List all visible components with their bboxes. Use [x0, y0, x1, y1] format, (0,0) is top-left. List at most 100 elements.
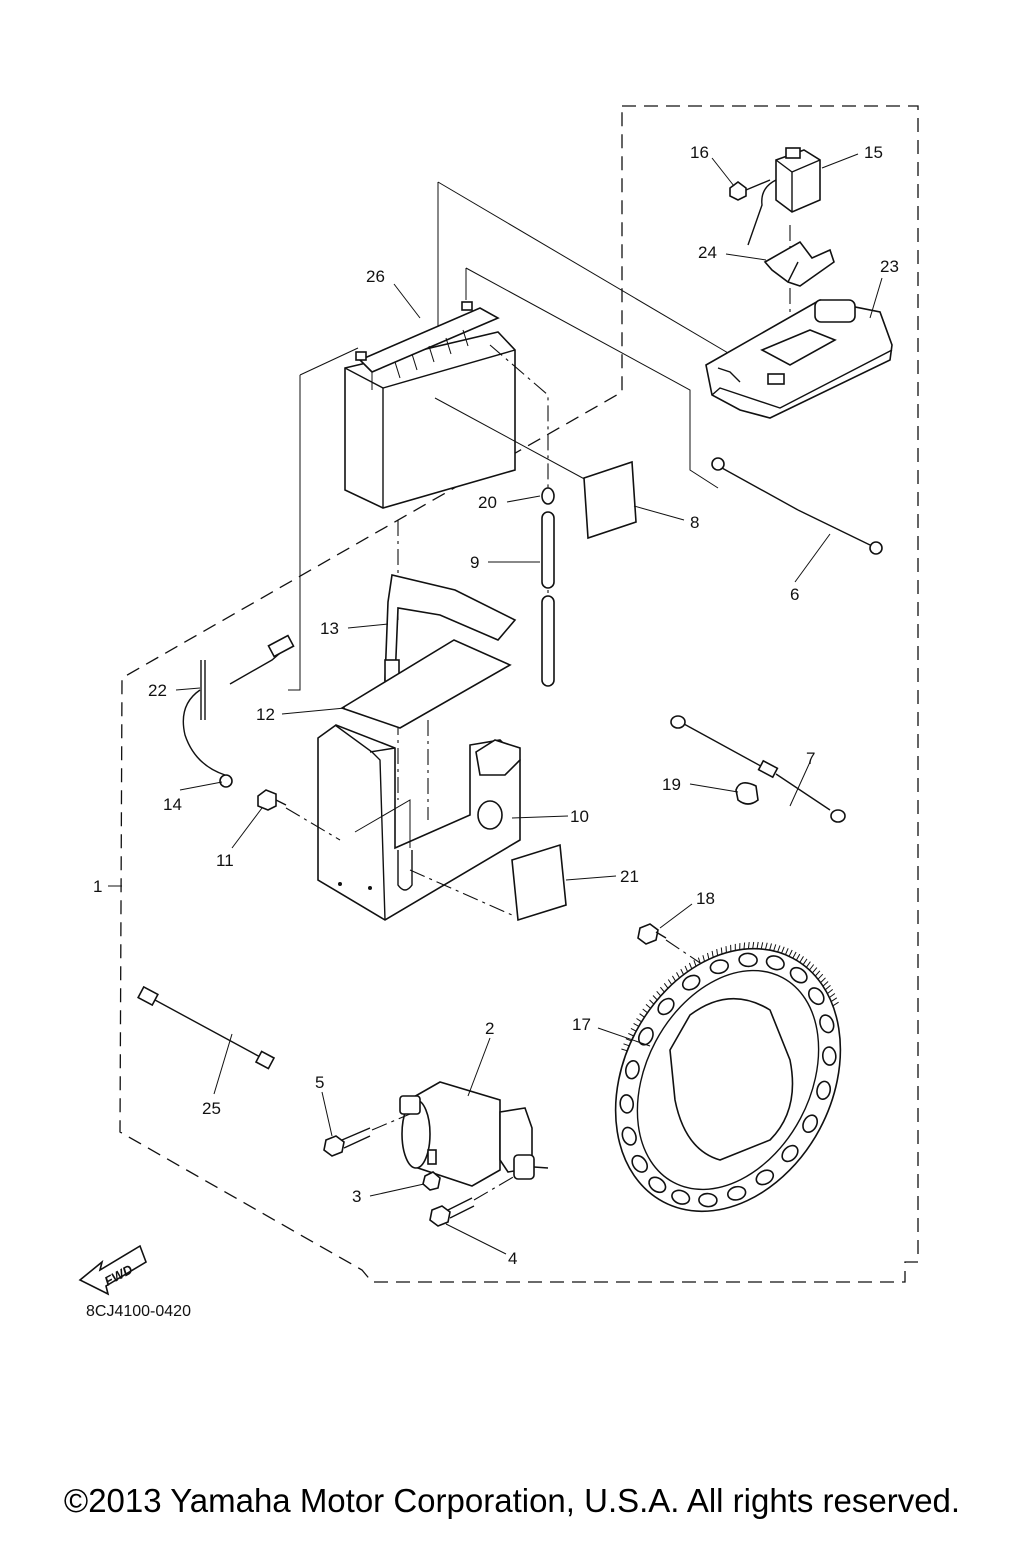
rotor-tooth: [793, 952, 796, 958]
damper-sheet-icon: [342, 640, 510, 728]
callout-14: 14: [163, 795, 182, 814]
rotor-hole: [739, 953, 758, 967]
lead-6-icon: [712, 458, 882, 554]
rotor-tooth: [640, 1014, 645, 1018]
callout-23: 23: [880, 257, 899, 276]
rotor-tooth: [634, 1023, 639, 1026]
callout-8: 8: [690, 513, 699, 532]
rotor-tooth: [672, 976, 675, 981]
callout-3: 3: [352, 1187, 361, 1206]
rotor-tooth: [631, 1028, 636, 1031]
callout-5: 5: [315, 1073, 324, 1092]
callout-9: 9: [470, 553, 479, 572]
callout-16: 16: [690, 143, 709, 162]
rotor-tooth: [664, 983, 668, 988]
rotor-tooth: [818, 974, 823, 979]
rotor-tooth: [812, 968, 817, 973]
rotor-tooth: [833, 1002, 839, 1006]
rotor-tooth: [761, 942, 763, 949]
callout-10: 10: [570, 807, 589, 826]
rotor-tooth: [753, 942, 754, 949]
callout-13: 13: [320, 619, 339, 638]
cover-19-icon: [736, 783, 758, 804]
battery-case-icon: [706, 300, 892, 418]
rotor-tooth: [815, 971, 820, 976]
callout-11: 11: [216, 851, 234, 870]
rotor-tooth: [694, 960, 696, 966]
rotor-tooth: [823, 982, 828, 987]
rotor-icon: [571, 909, 884, 1250]
rotor-tooth: [825, 985, 830, 989]
rotor-tooth: [800, 956, 804, 962]
callout-24: 24: [698, 243, 717, 262]
callout-1: 1: [93, 877, 102, 896]
rotor-tooth: [774, 944, 776, 951]
lead-14-icon: [183, 636, 293, 787]
callout-15: 15: [864, 143, 883, 162]
sheet-icon: [584, 462, 636, 538]
rotor-tooth: [810, 965, 814, 971]
callout-21: 21: [620, 867, 639, 886]
rotor-tooth: [829, 994, 835, 998]
rotor-tooth: [653, 996, 657, 1000]
lead-25-icon: [138, 987, 274, 1069]
callout-20: 20: [478, 493, 497, 512]
rotor-tooth: [681, 969, 684, 975]
rotor-tooth: [660, 987, 664, 992]
rotor-tooth: [803, 959, 807, 965]
bolt-11-icon: [258, 790, 286, 810]
callout-6: 6: [790, 585, 799, 604]
rotor-tooth: [712, 951, 713, 958]
callout-19: 19: [662, 775, 681, 794]
rotor-tooth: [637, 1019, 642, 1022]
copyright-notice: ©2013 Yamaha Motor Corporation, U.S.A. A…: [0, 1482, 1024, 1520]
starter-motor-icon: [400, 1082, 548, 1186]
rotor-tooth: [806, 962, 810, 968]
rotor-tooth: [646, 1004, 651, 1008]
rotor-tooth: [748, 942, 749, 949]
rotor-tooth: [789, 950, 792, 956]
rotor-tooth: [827, 989, 832, 993]
rotor-tooth: [624, 1044, 630, 1046]
rotor-tooth: [770, 944, 772, 951]
rotor-tooth: [621, 1049, 627, 1051]
rotor-tooth: [721, 948, 722, 955]
cable-tie-icon: [201, 660, 205, 720]
rotor-tooth: [782, 947, 785, 954]
rotor-tooth: [650, 1000, 654, 1004]
rotor-tooth: [796, 954, 800, 960]
callout-18: 18: [696, 889, 715, 908]
rotor-tooth: [668, 980, 671, 985]
rotor-tooth: [685, 966, 688, 972]
rotor-tooth: [703, 955, 705, 961]
rotor-tooth: [677, 972, 680, 978]
bolt-4-icon: [430, 1198, 474, 1226]
fwd-arrow-icon: FWD: [80, 1246, 146, 1294]
callout-25: 25: [202, 1099, 221, 1118]
rotor-tooth: [821, 978, 826, 983]
guide-line-b: [438, 182, 740, 360]
clip-icon: [542, 488, 554, 504]
rotor-tooth: [643, 1009, 648, 1013]
battery-icon: [345, 302, 515, 508]
rotor-tooth: [689, 963, 691, 969]
rotor-tooth: [717, 949, 718, 956]
rotor-tooth: [831, 998, 837, 1002]
lead-7-icon: [671, 716, 845, 822]
callout-2: 2: [485, 1019, 494, 1038]
callout-4: 4: [508, 1249, 517, 1268]
rotor-tooth: [628, 1033, 633, 1036]
rotor-tooth: [744, 943, 745, 950]
rotor-hole: [619, 1094, 633, 1113]
callout-22: 22: [148, 681, 167, 700]
bracket-icon: [765, 242, 834, 286]
battery-box-icon: [318, 725, 520, 920]
callout-17: 17: [572, 1015, 591, 1034]
rotor-tooth: [765, 943, 767, 950]
callout-12: 12: [256, 705, 275, 724]
rotor-tooth: [757, 942, 758, 949]
rotor-tooth: [657, 991, 661, 996]
rotor-tooth: [785, 948, 788, 954]
rotor-tooth: [708, 953, 709, 959]
